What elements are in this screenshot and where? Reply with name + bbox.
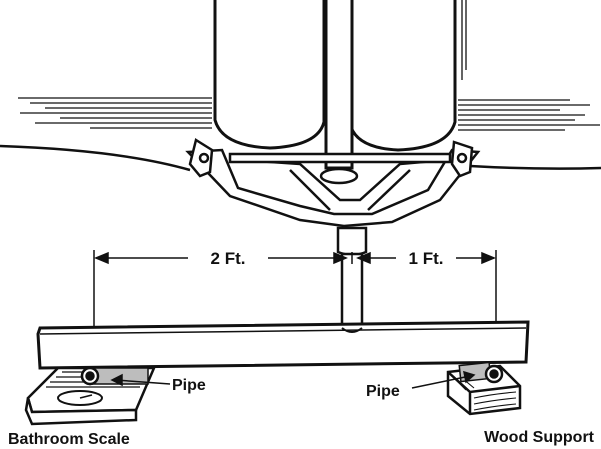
leader-lines (112, 372, 474, 388)
caption-bathroom-scale: Bathroom Scale (8, 431, 130, 448)
dimension-label-right: 1 Ft. (409, 249, 444, 268)
wood-support-block (448, 362, 520, 414)
bathroom-scale (26, 368, 154, 424)
vertical-pipe (338, 228, 366, 332)
pipe-label-right: Pipe (366, 383, 400, 400)
tub-assembly (215, 0, 455, 168)
center-shaft (326, 0, 352, 168)
dimension-label-left: 2 Ft. (211, 249, 246, 268)
left-tub (215, 0, 324, 148)
right-tub (350, 0, 455, 150)
wood-plank (38, 322, 528, 368)
gear-housing (188, 140, 478, 226)
caption-wood-support: Wood Support (484, 429, 595, 446)
pipe-label-left: Pipe (172, 377, 206, 394)
